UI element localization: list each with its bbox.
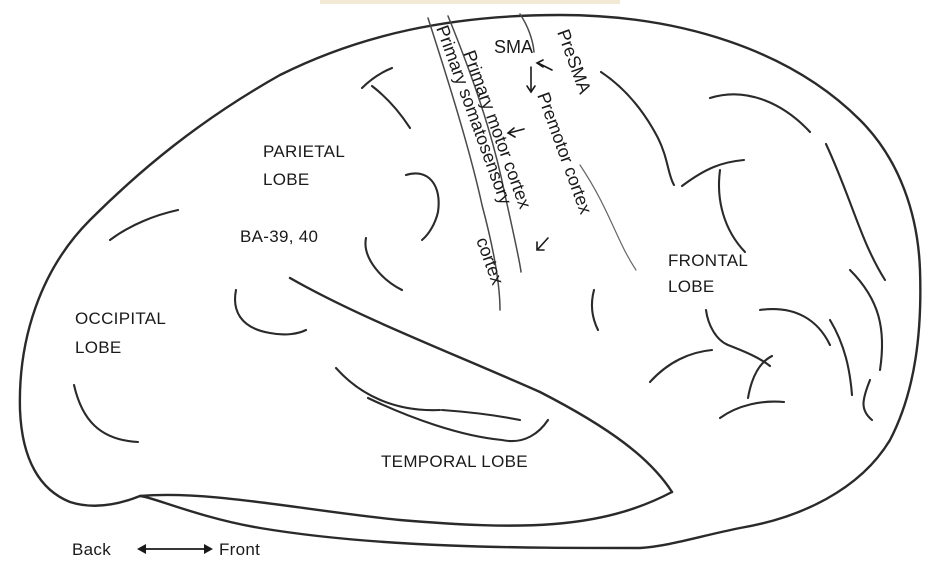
parietal-lobe-label: LOBE bbox=[263, 170, 310, 189]
sulcus bbox=[406, 173, 439, 240]
premotor-cortex-label: Premotor cortex bbox=[533, 90, 596, 217]
premotor-lower-arrow bbox=[537, 238, 548, 250]
sulcus bbox=[682, 160, 744, 186]
frontal-lobe-label: FRONTAL bbox=[668, 251, 748, 270]
sulcus bbox=[650, 350, 712, 382]
sulcus bbox=[235, 290, 306, 334]
primary-somatosensory-label: cortex bbox=[472, 235, 508, 288]
sulcus bbox=[365, 238, 402, 290]
sulcus bbox=[864, 380, 873, 420]
sulcus bbox=[720, 402, 784, 418]
temporal-lobe-label: TEMPORAL LOBE bbox=[381, 452, 528, 471]
sulcus bbox=[74, 385, 138, 442]
sulcus bbox=[710, 94, 810, 132]
arrow-left-icon bbox=[137, 544, 146, 554]
sma-down-arrow bbox=[527, 67, 535, 92]
orientation-indicator: Back Front bbox=[72, 540, 260, 559]
sulcus bbox=[830, 320, 852, 395]
header-fade-strip bbox=[320, 0, 620, 4]
occipital-lobe-label: OCCIPITAL bbox=[75, 309, 166, 328]
sulcus bbox=[601, 72, 674, 185]
sulcus bbox=[719, 170, 745, 252]
sulcus bbox=[372, 86, 410, 128]
sulcus bbox=[362, 68, 392, 88]
sulcus bbox=[592, 290, 598, 330]
front-label: Front bbox=[219, 540, 260, 559]
back-label: Back bbox=[72, 540, 111, 559]
frontal-lobe-label: LOBE bbox=[668, 277, 715, 296]
temporal-lower-edge bbox=[140, 492, 672, 526]
brodmann-area-label: BA-39, 40 bbox=[240, 227, 318, 246]
presma-to-sma-arrow bbox=[537, 60, 552, 70]
sulcus bbox=[826, 144, 885, 280]
parietal-lobe-label: PARIETAL bbox=[263, 142, 345, 161]
occipital-lobe-label: LOBE bbox=[75, 338, 122, 357]
sulcus bbox=[110, 210, 178, 240]
sulcus bbox=[850, 270, 882, 370]
sulcus bbox=[706, 310, 770, 366]
presma-label: PreSMA bbox=[553, 27, 595, 97]
sulcus bbox=[760, 309, 830, 345]
sulcus bbox=[442, 410, 520, 420]
premotor-boundary bbox=[580, 165, 636, 270]
sulcus bbox=[336, 368, 440, 410]
sulcus bbox=[748, 356, 772, 398]
arrow-right-icon bbox=[204, 544, 213, 554]
sma-label: SMA bbox=[494, 37, 533, 57]
